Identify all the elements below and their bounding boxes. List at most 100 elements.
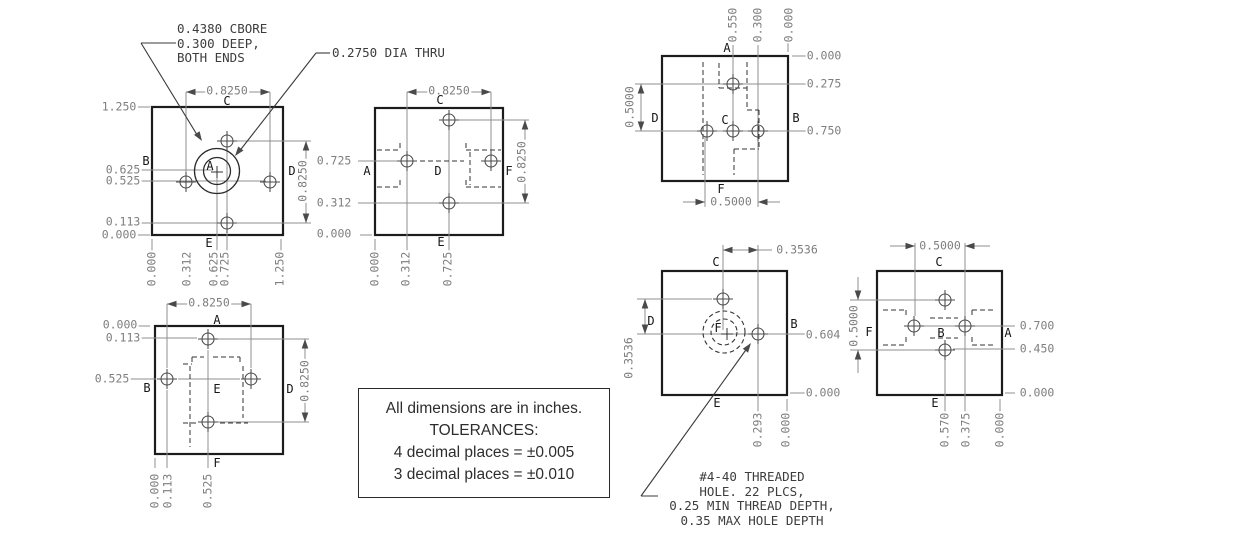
coord-label: 0.525: [93, 371, 131, 386]
datum-letter-e: E: [931, 396, 939, 410]
datum-letter-b: B: [792, 111, 800, 125]
coord-label: 0.375: [958, 411, 973, 449]
coord-label: 0.700: [1018, 318, 1056, 333]
datum-letter-b: B: [790, 317, 798, 331]
leader-cbore: [140, 42, 200, 139]
note-cbore-line2: 0.300 DEEP,: [177, 35, 260, 51]
dim-label: 0.8250: [187, 295, 231, 310]
tolerance-line1: All dimensions are in inches.: [385, 400, 583, 417]
coord-label: 0.000: [805, 48, 843, 63]
note-cbore-line3: BOTH ENDS: [177, 50, 245, 65]
coord-label: 0.750: [805, 123, 843, 138]
datum-letter-d: D: [651, 111, 659, 125]
center-cross-f: [721, 328, 733, 340]
datum-letter-e: E: [713, 396, 721, 410]
dim-label: 0.5000: [846, 304, 861, 348]
dim-label: 0.5000: [622, 85, 637, 129]
coord-label: 0.000: [101, 317, 139, 332]
dim-label: 0.3536: [621, 336, 636, 380]
hidden-cbore-circle: [702, 310, 746, 354]
coord-label: 0.625: [104, 162, 142, 177]
hidden-lines-top-middle: [377, 143, 501, 188]
dim-label: 0.8250: [427, 83, 471, 98]
coord-label: 0.525: [200, 472, 215, 510]
note-thread-line1: #4-40 THREADED: [699, 469, 805, 484]
center-cross-a: [211, 166, 223, 178]
dim-label: 0.3536: [775, 242, 819, 257]
part-outline-bottom-middle: [660, 269, 789, 397]
datum-letter-f: F: [717, 182, 725, 196]
datum-letter-e: E: [205, 236, 213, 250]
tolerance-line2: TOLERANCES:: [429, 422, 539, 439]
coord-label: 0.000: [367, 250, 382, 288]
note-thread-line2: HOLE. 22 PLCS,: [699, 483, 805, 499]
coord-label: 0.000: [804, 385, 842, 400]
coord-label: 0.275: [805, 76, 843, 91]
coord-label: 0.550: [725, 6, 740, 44]
coord-label: 0.000: [1018, 385, 1056, 400]
thru-hole-circle: [202, 156, 232, 186]
coord-label: 0.300: [750, 6, 765, 44]
dim-label: 0.8250: [205, 83, 249, 98]
coord-label: 0.113: [104, 330, 142, 345]
datum-letter-c: C: [712, 255, 720, 269]
coord-label: 1.250: [100, 99, 138, 114]
datum-letter-a: A: [363, 164, 371, 178]
coord-label: 0.113: [160, 472, 175, 510]
coord-label: 0.000: [147, 472, 162, 510]
coord-label: 0.000: [315, 226, 353, 241]
coord-label: 0.725: [315, 153, 353, 168]
datum-letter-d: D: [288, 164, 296, 178]
coord-label: 0.725: [217, 250, 232, 288]
datum-letter-c: C: [223, 94, 231, 108]
datum-letter-b: B: [142, 154, 150, 168]
coord-label: 0.000: [992, 411, 1007, 449]
coord-label: 0.725: [440, 250, 455, 288]
coord-label: 0.312: [179, 250, 194, 288]
coord-label: 0.570: [937, 411, 952, 449]
datum-letter-f: F: [714, 321, 722, 335]
tolerance-line3: 4 decimal places = ±0.005: [393, 444, 575, 461]
datum-letter-e: E: [437, 235, 445, 249]
tolerance-line4: 3 decimal places = ±0.010: [393, 466, 575, 483]
datum-letter-d: D: [647, 314, 655, 328]
dim-label: 0.5000: [918, 238, 962, 253]
datum-letter-b: B: [937, 326, 945, 340]
note-thread-line3: 0.25 MIN THREAD DEPTH,: [669, 498, 835, 513]
note-cbore-line1: 0.4380 CBORE: [177, 21, 268, 36]
datum-letter-a: A: [723, 41, 731, 55]
part-outline-bottom-right: [875, 269, 1004, 397]
datum-letter-e: E: [213, 382, 221, 396]
datum-letter-d: D: [434, 164, 442, 178]
leader-dia-thru: [237, 52, 330, 154]
datum-letter-a: A: [206, 159, 214, 173]
datum-letter-a: A: [1004, 326, 1012, 340]
datum-letter-c: C: [721, 113, 729, 127]
coord-label: 0.450: [1018, 341, 1056, 356]
coord-label: 0.312: [398, 250, 413, 288]
dim-label: 0.5000: [709, 194, 753, 209]
hidden-lines-bottom-right: [883, 309, 996, 346]
coord-label: 0.000: [100, 227, 138, 242]
datum-letter-b: B: [143, 381, 151, 395]
hidden-lines-top-right: [702, 62, 760, 175]
part-outline-top-middle: [373, 106, 505, 237]
coord-label: 0.000: [781, 6, 796, 44]
datum-letter-f: F: [213, 456, 221, 470]
datum-letter-c: C: [935, 255, 943, 269]
coord-label: 0.604: [804, 327, 842, 342]
datum-letter-d: D: [286, 382, 294, 396]
dim-label: 0.8250: [514, 140, 529, 184]
tolerance-note-box: All dimensions are in inches. TOLERANCES…: [358, 388, 610, 498]
part-outline-top-right: [660, 54, 790, 183]
coord-label: 0.312: [315, 195, 353, 210]
counterbore-circle: [193, 147, 241, 195]
note-thread-line4: 0.35 MAX HOLE DEPTH: [680, 512, 824, 528]
leader-thread-note: [640, 346, 749, 497]
dim-label: 0.8250: [295, 159, 310, 203]
hidden-lines-bottom-left: [183, 356, 248, 447]
coord-label: 0.000: [778, 411, 793, 449]
coord-label: 0.000: [144, 250, 159, 288]
